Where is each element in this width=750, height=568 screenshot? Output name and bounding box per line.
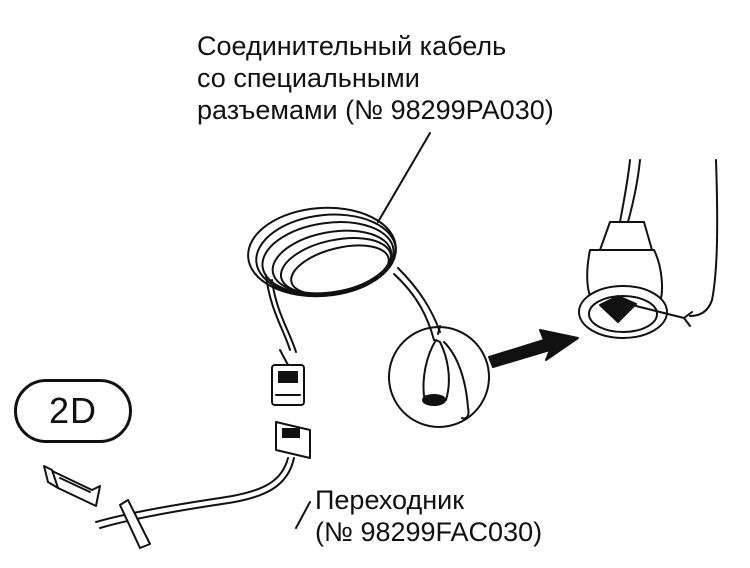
cable-label-line-1: Соединительный кабель [197, 31, 507, 61]
cable-label: Соединительный кабель со специальными ра… [197, 30, 554, 126]
adapter-leader-line [295, 501, 311, 529]
cable-label-line-3: разъемами (№ 98299PA030) [197, 95, 554, 125]
plug-detail [578, 159, 719, 339]
cable-connector [271, 349, 305, 406]
detail-circle [388, 325, 490, 428]
adapter-label: Переходник (№ 98299FAC030) [315, 484, 542, 548]
cable-leader-line [377, 132, 431, 223]
adapter-label-line-2: (№ 98299FAC030) [315, 517, 543, 547]
adapter-label-line-1: Переходник [315, 485, 465, 515]
adapter [43, 421, 311, 549]
cable-label-line-2: со специальными [197, 63, 420, 93]
coiled-cable [247, 206, 441, 353]
figure-badge: 2D [14, 379, 132, 443]
figure-badge-text: 2D [48, 390, 98, 431]
arrow-icon [488, 329, 579, 368]
